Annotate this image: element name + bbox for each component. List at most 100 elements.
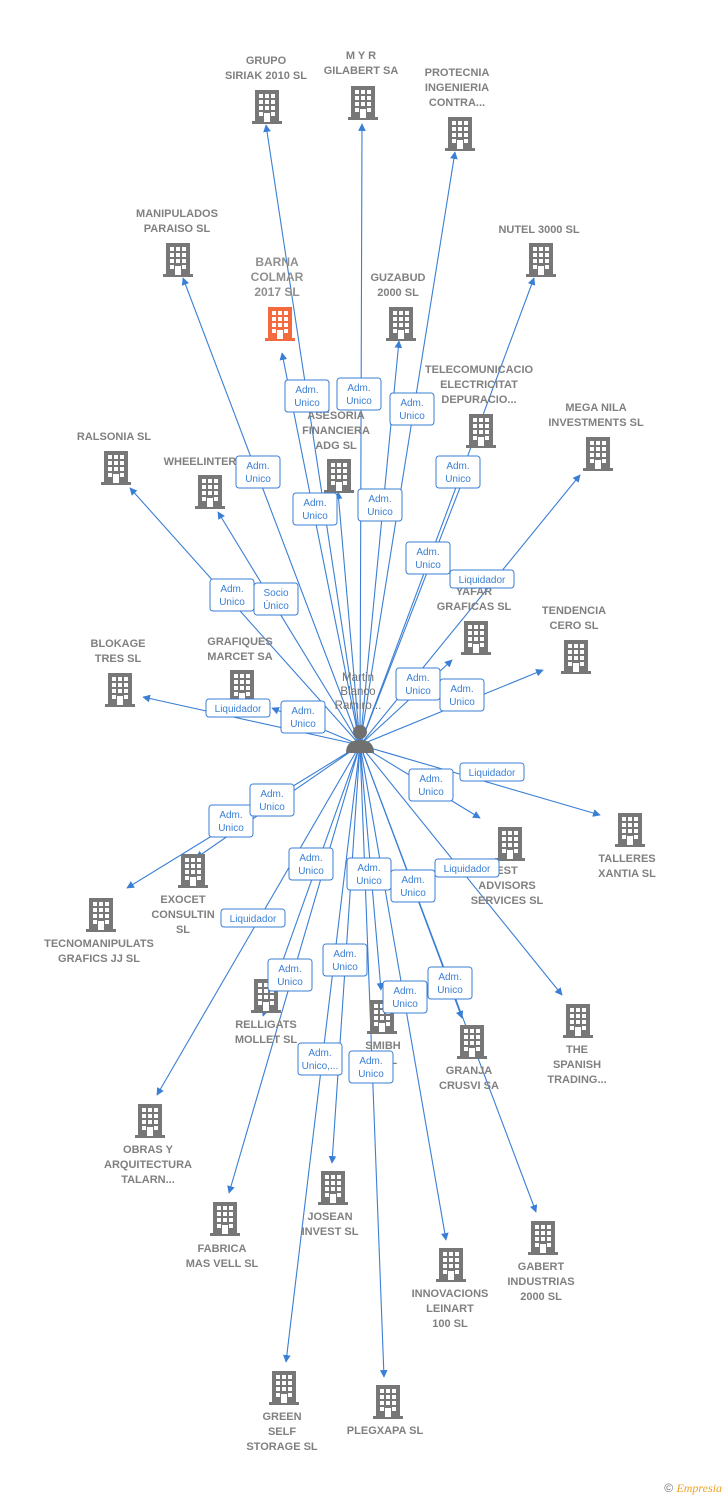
- company-name-line: EST: [496, 865, 518, 877]
- edge-label-smibh[interactable]: Adm.Unico: [382, 980, 428, 1014]
- edge-label-barna-colmar[interactable]: Adm.Unico: [284, 379, 330, 413]
- edge-label-josean[interactable]: Adm. Unico: [322, 943, 368, 977]
- building-icon: [86, 898, 116, 932]
- company-name-line: JOSEAN: [307, 1211, 352, 1223]
- building-icon: [373, 1385, 403, 1419]
- edge-label-text: Adm.: [333, 949, 356, 960]
- company-node-plegxapa[interactable]: PLEGXAPA SL: [347, 1385, 424, 1437]
- edge-label-innovacions[interactable]: Adm.Unico: [390, 869, 436, 903]
- company-node-protecnia[interactable]: PROTECNIAINGENIERIACONTRA...: [425, 67, 490, 151]
- building-icon: [101, 451, 131, 485]
- edge-label-guzabud[interactable]: Adm.Unico: [357, 488, 403, 522]
- edge-label-grafiques-marcet[interactable]: Adm.Unico: [280, 700, 326, 734]
- edge-label-text: Adm.: [446, 461, 469, 472]
- company-name-line: YAFAR: [456, 586, 492, 598]
- company-node-spanish-trading[interactable]: THESPANISHTRADING...: [547, 1004, 607, 1086]
- company-node-nutel-3000[interactable]: NUTEL 3000 SL: [498, 224, 580, 277]
- edge-label-nutel-3000[interactable]: Adm.Unico: [435, 455, 481, 489]
- edge-label-fabrica-mas-vell[interactable]: Adm.Unico: [267, 958, 313, 992]
- edge-label-gabert[interactable]: Adm. Unico: [427, 966, 473, 1000]
- edge-line-asesoria: [334, 491, 361, 746]
- edge-label-protecnia[interactable]: Adm.Unico: [389, 392, 435, 426]
- person-icon: [346, 725, 374, 753]
- person-name-line-3: Ramiro...: [335, 700, 382, 712]
- edge-label-obras-arquitectura[interactable]: Adm.Unico: [288, 847, 334, 881]
- edge-label-best-advisors[interactable]: Adm.Unico: [408, 768, 454, 802]
- edge-line-telecomunicacio: [359, 461, 472, 746]
- building-icon: [466, 414, 496, 448]
- company-name-line: BLOKAGE: [91, 638, 146, 650]
- edge-label-granja-crusvi[interactable]: Adm.Unico: [346, 857, 392, 891]
- company-name-line: TRES SL: [95, 653, 142, 665]
- edge-label-text: Adm.: [357, 863, 380, 874]
- edge-label-manipulados-paraiso[interactable]: Adm.Unico: [235, 455, 281, 489]
- edge-label-relligats[interactable]: Liquidador: [220, 908, 286, 928]
- company-node-ralsonia[interactable]: RALSONIA SL: [77, 431, 151, 485]
- edge-label-text: Adm.: [393, 986, 416, 997]
- brand-logo[interactable]: Empresia: [676, 1481, 722, 1495]
- company-node-telecomunicacio[interactable]: TELECOMUNICACIOELECTRICITATDEPURACIO...: [425, 364, 534, 448]
- company-node-wheelinter[interactable]: WHEELINTER: [164, 456, 237, 509]
- company-name-line: ARQUITECTURA: [104, 1159, 192, 1171]
- company-name-line: MARCET SA: [207, 651, 272, 663]
- edge-label-talleres-xantia[interactable]: Liquidador: [459, 762, 525, 782]
- edge-label-text: Adm.: [303, 498, 326, 509]
- edge-label-text: Unico: [400, 888, 426, 899]
- edge-label-blokage[interactable]: Liquidador: [205, 698, 271, 718]
- building-icon: [105, 673, 135, 707]
- company-node-blokage[interactable]: BLOKAGE TRES SL: [91, 638, 146, 707]
- company-name-line: M Y R: [346, 50, 376, 62]
- company-name-line: SIRIAK 2010 SL: [225, 70, 307, 82]
- edge-label-text: Unico: [437, 985, 463, 996]
- edge-label-myr-gilabert[interactable]: Adm.Unico: [336, 377, 382, 411]
- company-node-fabrica-mas-vell[interactable]: FABRICA MAS VELL SL: [186, 1202, 259, 1270]
- edge-label-telecomunicacio[interactable]: Adm.Unico: [405, 541, 451, 575]
- edge-label-tecnomanipulats[interactable]: Adm.Unico: [249, 783, 295, 817]
- company-name-line: INVESTMENTS SL: [548, 417, 644, 429]
- edge-label-exocet[interactable]: Adm.Unico: [208, 804, 254, 838]
- edge-label-text: Adm.: [438, 972, 461, 983]
- center-person-node[interactable]: Martin Blanco Ramiro...: [335, 672, 382, 753]
- edge-label-spanish-trading[interactable]: Liquidador: [434, 858, 500, 878]
- edge-label-text: Adm.: [295, 385, 318, 396]
- company-name-line: MAS VELL SL: [186, 1258, 259, 1270]
- edge-label-tendencia-cero[interactable]: Adm.Unico: [439, 678, 485, 712]
- edge-label-mega-nila[interactable]: Liquidador: [449, 569, 515, 589]
- company-name-line: PLEGXAPA SL: [347, 1425, 424, 1437]
- company-name-line: FABRICA: [198, 1243, 247, 1255]
- company-node-obras-arquitectura[interactable]: OBRAS YARQUITECTURATALARN...: [104, 1104, 192, 1186]
- edge-label-yafar[interactable]: Adm.Unico: [395, 667, 441, 701]
- edge-label-asesoria[interactable]: Adm.Unico: [292, 492, 338, 526]
- edge-label-text: Unico: [332, 962, 358, 973]
- edge-label-plegxapa[interactable]: Adm.Unico: [348, 1050, 394, 1084]
- edge-label-ralsonia[interactable]: Adm.Unico: [209, 578, 255, 612]
- edge-label-text: Socio: [263, 588, 288, 599]
- edge-line-myr-gilabert: [358, 123, 366, 746]
- building-icon: [561, 640, 591, 674]
- building-icon: [265, 307, 295, 341]
- edge-label-green-self[interactable]: Adm.Unico,...: [297, 1042, 343, 1076]
- company-name-line: TECNOMANIPULATS: [44, 938, 154, 950]
